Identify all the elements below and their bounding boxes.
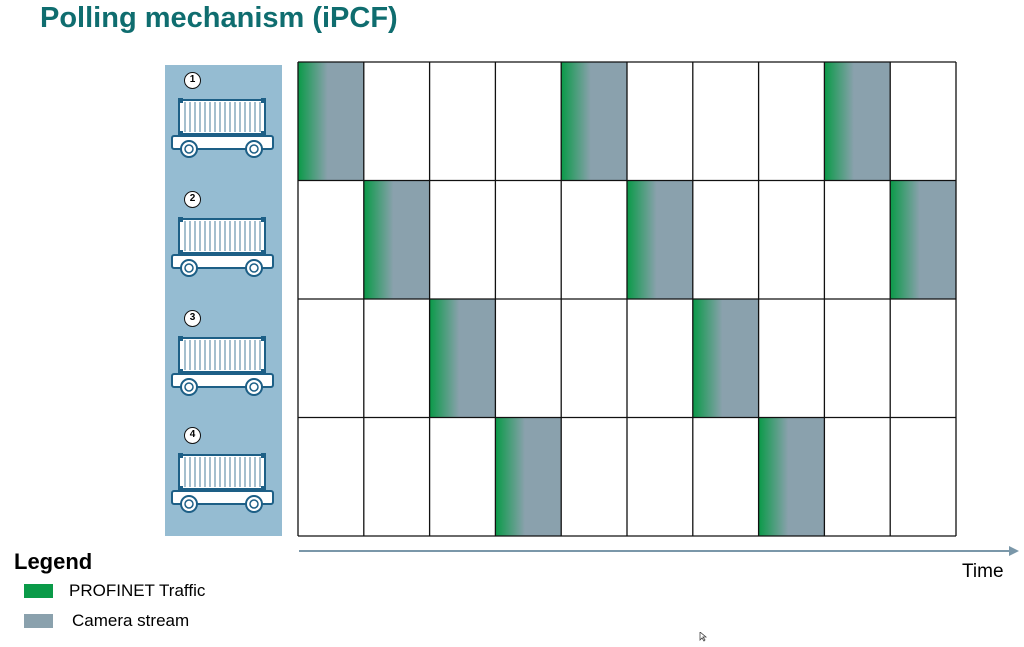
vehicle-4: 4 bbox=[165, 423, 282, 533]
active-slot-row2-col10 bbox=[890, 180, 956, 299]
vehicle-cart-icon bbox=[171, 336, 274, 396]
time-axis bbox=[297, 540, 1019, 560]
vehicle-1: 1 bbox=[165, 68, 282, 178]
vehicle-cart-icon bbox=[171, 217, 274, 277]
vehicle-number-badge: 1 bbox=[184, 72, 201, 89]
vehicle-number-badge: 2 bbox=[184, 191, 201, 208]
active-slot-row3-col7 bbox=[692, 299, 759, 418]
active-slot-row2-col6 bbox=[627, 180, 693, 299]
vehicle-cart-icon bbox=[171, 98, 274, 158]
active-slot-row4-col8 bbox=[758, 417, 825, 536]
page-title: Polling mechanism (iPCF) bbox=[40, 2, 398, 34]
vehicle-3: 3 bbox=[165, 306, 282, 416]
vehicle-cart-icon bbox=[171, 453, 274, 513]
active-slot-row1-col1 bbox=[298, 62, 364, 181]
legend-swatch-profinet bbox=[24, 584, 53, 598]
active-slot-row4-col4 bbox=[495, 417, 562, 536]
legend-title: Legend bbox=[14, 549, 93, 574]
vehicle-panel: 1 2 3 4 bbox=[165, 65, 282, 536]
time-axis-label: Time bbox=[962, 561, 1004, 582]
active-slot-row1-col9 bbox=[824, 62, 891, 181]
active-slot-row1-col5 bbox=[561, 62, 627, 181]
polling-grid-svg bbox=[297, 61, 957, 537]
legend-label-profinet: PROFINET Traffic bbox=[69, 581, 206, 600]
legend-label-camera: Camera stream bbox=[72, 611, 190, 630]
mouse-cursor-icon bbox=[699, 629, 708, 647]
vehicle-2: 2 bbox=[165, 187, 282, 297]
vehicle-number-badge: 3 bbox=[184, 310, 201, 327]
active-slot-row3-col3 bbox=[429, 299, 496, 418]
polling-grid bbox=[297, 61, 957, 537]
active-slot-row2-col2 bbox=[363, 180, 430, 299]
legend-swatch-camera bbox=[24, 614, 53, 628]
vehicle-number-badge: 4 bbox=[184, 427, 201, 444]
